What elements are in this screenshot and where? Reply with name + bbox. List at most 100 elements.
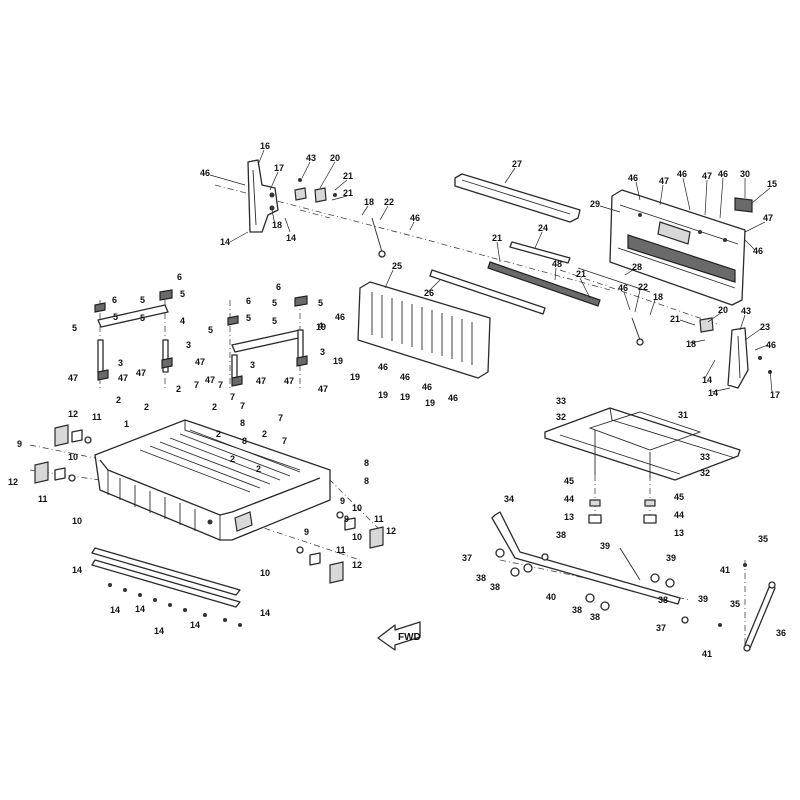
callout-1: 1 [124, 419, 129, 429]
callout-10a: 10 [68, 452, 78, 462]
callout-47b: 47 [702, 171, 712, 181]
callout-39b: 39 [666, 553, 676, 563]
callout-3b: 3 [186, 340, 191, 350]
callout-11d: 11 [336, 545, 346, 555]
callout-21d: 21 [576, 269, 586, 279]
callout-38e: 38 [572, 605, 582, 615]
callout-47i: 47 [256, 376, 266, 386]
callout-19a: 19 [316, 322, 326, 332]
callout-2e: 2 [262, 429, 267, 439]
callout-21e: 21 [670, 314, 680, 324]
callout-40: 40 [546, 592, 556, 602]
callout-44b: 44 [674, 510, 684, 520]
callout-23: 23 [760, 322, 770, 332]
callout-46l: 46 [422, 382, 432, 392]
callout-3a: 3 [118, 358, 123, 368]
front-left-latch-parts [54, 424, 92, 447]
callout-2f: 2 [216, 429, 221, 439]
callout-12c: 12 [386, 526, 396, 536]
callout-46g: 46 [618, 283, 628, 293]
callout-46j: 46 [378, 362, 388, 372]
callout-8c: 8 [364, 458, 369, 468]
callout-12a: 12 [68, 409, 78, 419]
callout-12d: 12 [352, 560, 362, 570]
callout-33a: 33 [556, 396, 566, 406]
callout-13a: 13 [564, 512, 574, 522]
front-right-latch-parts [336, 511, 384, 549]
callout-2h: 2 [256, 464, 261, 474]
callout-2a: 2 [116, 395, 121, 405]
callout-7b: 7 [218, 380, 223, 390]
callout-34: 34 [504, 494, 514, 504]
gas-strut [718, 563, 776, 652]
callout-5a: 5 [113, 312, 118, 322]
callout-14h: 14 [154, 626, 164, 636]
callout-48: 48 [552, 259, 562, 269]
callout-41a: 41 [720, 565, 730, 575]
callout-38c: 38 [490, 582, 500, 592]
callout-14a: 14 [220, 237, 230, 247]
callout-5c: 5 [140, 295, 145, 305]
callout-47k: 47 [318, 384, 328, 394]
callout-13b: 13 [674, 528, 684, 538]
callout-6d: 6 [276, 282, 281, 292]
callout-35b: 35 [730, 599, 740, 609]
callout-7f: 7 [282, 436, 287, 446]
box-floor-strips [91, 547, 242, 627]
support-bracket-right [227, 295, 308, 387]
callout-5b: 5 [72, 323, 77, 333]
callout-6b: 6 [177, 272, 182, 282]
callout-19d: 19 [378, 390, 388, 400]
callout-14f: 14 [110, 605, 120, 615]
callout-9a: 9 [17, 439, 22, 449]
callout-2g: 2 [230, 454, 235, 464]
callout-41b: 41 [702, 649, 712, 659]
callout-46m: 46 [448, 393, 458, 403]
callout-38f: 38 [590, 612, 600, 622]
callout-43b: 43 [741, 306, 751, 316]
tailgate-panel [609, 189, 753, 306]
callout-47h: 47 [205, 375, 215, 385]
callout-18b: 18 [272, 220, 282, 230]
callout-10b: 10 [72, 516, 82, 526]
callout-46d: 46 [677, 169, 687, 179]
callout-7c: 7 [240, 401, 245, 411]
callout-27: 27 [512, 159, 522, 169]
callout-46b: 46 [410, 213, 420, 223]
callout-14c: 14 [702, 375, 712, 385]
callout-38d: 38 [658, 595, 668, 605]
callout-47j: 47 [284, 376, 294, 386]
callout-36: 36 [776, 628, 786, 638]
callout-22b: 22 [638, 282, 648, 292]
callout-14i: 14 [190, 620, 200, 630]
rear-left-latch-parts [34, 461, 76, 484]
callout-43a: 43 [306, 153, 316, 163]
callout-5f: 5 [246, 313, 251, 323]
callout-30: 30 [740, 169, 750, 179]
callout-11c: 11 [374, 514, 384, 524]
callout-10d: 10 [352, 532, 362, 542]
callout-9c: 9 [344, 514, 349, 524]
callout-47g: 47 [195, 357, 205, 367]
callout-47d: 47 [68, 373, 78, 383]
callout-14b: 14 [286, 233, 296, 243]
callout-39a: 39 [600, 541, 610, 551]
callout-2c: 2 [144, 402, 149, 412]
callout-3d: 3 [320, 347, 325, 357]
callout-14d: 14 [708, 388, 718, 398]
callout-5e: 5 [140, 313, 145, 323]
callout-9d: 9 [304, 527, 309, 537]
callout-46c: 46 [628, 173, 638, 183]
callout-46e: 46 [718, 169, 728, 179]
callout-45b: 45 [674, 492, 684, 502]
callout-19e: 19 [400, 392, 410, 402]
tailgate-top-rail [454, 173, 581, 223]
callout-5h: 5 [318, 298, 323, 308]
callout-2d: 2 [212, 402, 217, 412]
callout-46a: 46 [200, 168, 210, 178]
callout-9b: 9 [340, 496, 345, 506]
callout-47a: 47 [659, 176, 669, 186]
callout-5i: 5 [272, 298, 277, 308]
callout-45a: 45 [564, 476, 574, 486]
callout-22a: 22 [384, 197, 394, 207]
